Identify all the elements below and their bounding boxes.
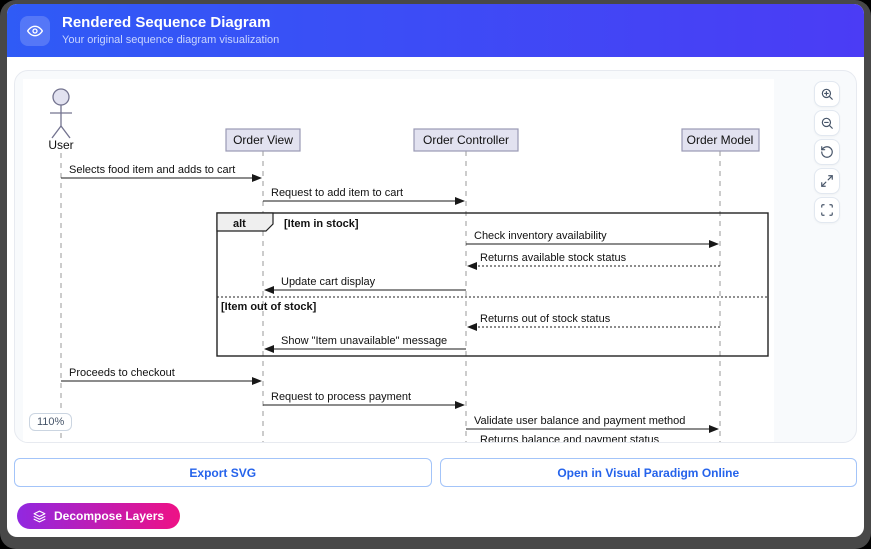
message-label: Check inventory availability: [474, 230, 607, 242]
alt-fragment-pentagon: [216, 212, 274, 232]
page-title: Rendered Sequence Diagram: [62, 13, 271, 31]
header-text: Rendered Sequence Diagram Your original …: [62, 14, 279, 47]
alt-guard-1: [Item in stock]: [284, 218, 359, 230]
message-label: Returns available stock status: [480, 252, 627, 264]
sequence-diagram-canvas[interactable]: User Order View Order Controller Order M…: [23, 79, 774, 443]
message-label: Proceeds to checkout: [69, 367, 175, 379]
zoom-level-badge: 110%: [29, 413, 73, 431]
zoom-out-button[interactable]: [814, 110, 840, 136]
open-visual-paradigm-button[interactable]: Open in Visual Paradigm Online: [439, 458, 857, 487]
participant-box-order-view: [225, 128, 301, 152]
participant-label-order-view: Order View: [233, 133, 293, 147]
fullscreen-icon: [821, 204, 833, 216]
alt-operator-label: alt: [233, 218, 246, 230]
maximize-icon: [821, 175, 833, 187]
diagram-viewer-card: User Order View Order Controller Order M…: [14, 70, 857, 443]
message-label: Request to process payment: [271, 391, 411, 403]
participant-label-user: User: [48, 138, 73, 152]
decompose-layers-label: Decompose Layers: [54, 509, 165, 523]
app-window: Rendered Sequence Diagram Your original …: [7, 4, 864, 537]
participant-label-order-model: Order Model: [687, 133, 754, 147]
actor-user: [50, 88, 72, 139]
page-subtitle: Your original sequence diagram visualiza…: [62, 33, 280, 46]
eye-icon: [20, 15, 50, 46]
zoom-in-button[interactable]: [814, 81, 840, 107]
participant-box-order-model: [681, 128, 760, 152]
expand-button[interactable]: [814, 168, 840, 194]
fullscreen-button[interactable]: [814, 197, 840, 223]
action-button-row: Export SVG Open in Visual Paradigm Onlin…: [14, 458, 857, 487]
sequence-diagram-svg: User Order View Order Controller Order M…: [48, 88, 769, 443]
zoom-out-icon: [821, 117, 833, 129]
message-label: Selects food item and adds to cart: [69, 164, 235, 176]
message-label: Returns balance and payment status: [480, 434, 660, 443]
participant-box-order-controller: [413, 128, 519, 152]
message-label: Validate user balance and payment method: [474, 415, 685, 427]
message-label: Update cart display: [281, 276, 376, 288]
message-label: Returns out of stock status: [480, 313, 611, 325]
alt-fragment-frame: [216, 212, 769, 357]
message-label: Show "Item unavailable" message: [281, 335, 447, 347]
alt-guard-2: [Item out of stock]: [221, 301, 317, 313]
participant-label-order-controller: Order Controller: [423, 133, 509, 147]
layers-icon: [33, 510, 46, 522]
reset-view-button[interactable]: [814, 139, 840, 165]
zoom-in-icon: [821, 88, 833, 100]
rotate-ccw-icon: [821, 146, 833, 158]
decompose-layers-button[interactable]: Decompose Layers: [17, 503, 181, 529]
viewer-controls: [814, 81, 840, 223]
export-svg-button[interactable]: Export SVG: [14, 458, 432, 487]
header: Rendered Sequence Diagram Your original …: [7, 4, 864, 57]
message-label: Request to add item to cart: [271, 187, 403, 199]
